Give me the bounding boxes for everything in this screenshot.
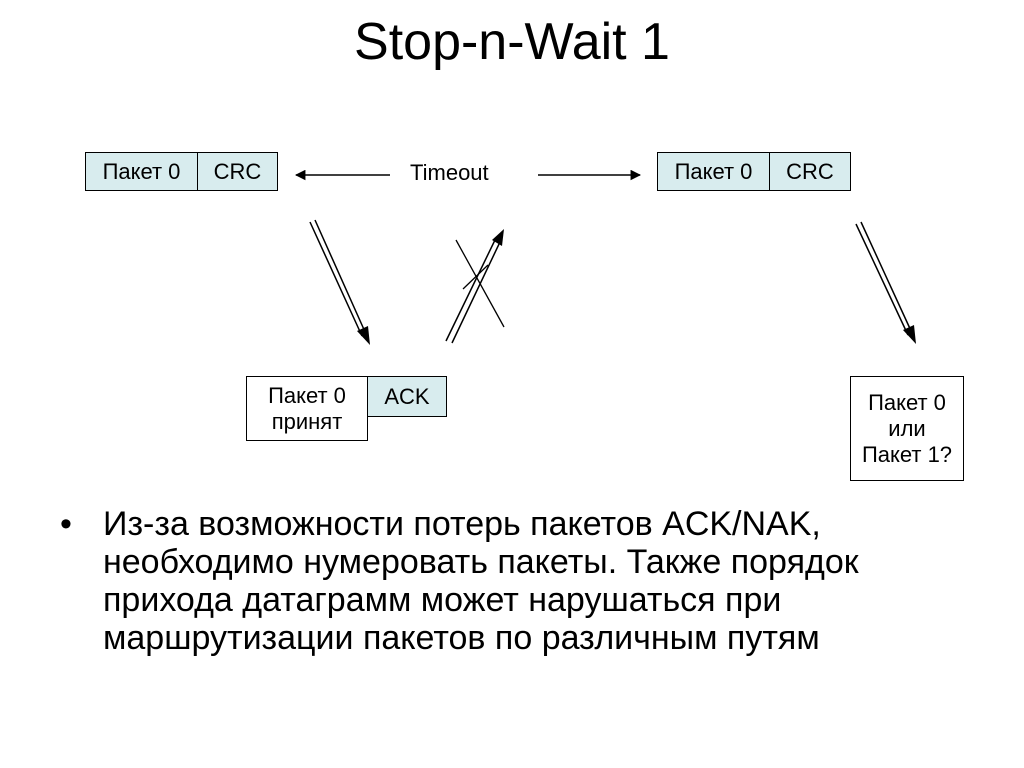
sender-left-packet-cell: Пакет 0 xyxy=(85,152,198,191)
receiver-accepted-line2: принят xyxy=(271,408,343,434)
packet-send-arrow-2 xyxy=(855,221,916,344)
timeout-label: Timeout xyxy=(410,160,489,185)
sender-right-crc-cell: CRC xyxy=(769,152,851,191)
packet-send-arrow-1 xyxy=(309,219,370,345)
bullet-item: • Из-за возможности потерь пакетов ACK/N… xyxy=(60,505,960,657)
receiver-question-line3: Пакет 1? xyxy=(861,441,953,467)
receiver-question-line2: или xyxy=(888,415,926,441)
ack-cell: ACK xyxy=(367,376,447,417)
bullet-list: • Из-за возможности потерь пакетов ACK/N… xyxy=(60,505,960,657)
receiver-question-box: Пакет 0 или Пакет 1? xyxy=(850,376,964,481)
sender-left-crc-cell: CRC xyxy=(197,152,278,191)
bullet-text: Из-за возможности потерь пакетов ACK/NAK… xyxy=(103,505,859,657)
receiver-question-line1: Пакет 0 xyxy=(868,389,946,415)
receiver-accepted-line1: Пакет 0 xyxy=(268,382,346,408)
slide-title: Stop-n-Wait 1 xyxy=(354,13,670,71)
bullet-marker: • xyxy=(60,505,72,543)
sender-right-packet-cell: Пакет 0 xyxy=(657,152,770,191)
ack-return-arrow-lost xyxy=(445,229,505,344)
